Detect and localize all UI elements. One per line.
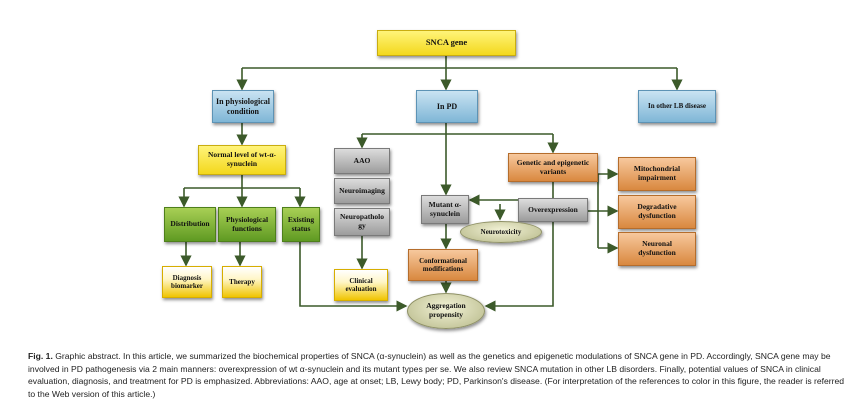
node-overexpression: Overexpression xyxy=(518,198,588,222)
node-mutant-synuclein: Mutant α-synuclein xyxy=(421,195,469,224)
node-clinical-evaluation: Clinical evaluation xyxy=(334,269,388,301)
node-existing-status: Existing status xyxy=(282,207,320,242)
node-snca-gene: SNCA gene xyxy=(377,30,516,56)
node-in-pd: In PD xyxy=(416,90,478,123)
node-neuroimaging: Neuroimaging xyxy=(334,178,390,204)
node-degradative-dysfunction: Degradative dysfunction xyxy=(618,195,696,229)
node-distribution: Distribution xyxy=(164,207,216,242)
node-diagnosis-biomarker: Diagnosis biomarker xyxy=(162,266,212,298)
arrow-overexpression-to-aggregation xyxy=(484,222,554,312)
arrow-existing-to-aggregation xyxy=(299,242,408,312)
node-neuronal-dysfunction: Neuronal dysfunction xyxy=(618,232,696,266)
node-therapy: Therapy xyxy=(222,266,262,298)
figure-caption: Fig. 1. Graphic abstract. In this articl… xyxy=(28,350,848,400)
node-genetic-epigenetic-variants: Genetic and epigenetic variants xyxy=(508,153,598,182)
node-other-lb-disease: In other LB disease xyxy=(638,90,716,123)
node-normal-level: Normal level of wt-α-synuclein xyxy=(198,145,286,175)
node-physiological-condition: In physiological condition xyxy=(212,90,274,123)
node-aao: AAO xyxy=(334,148,390,174)
node-mitochondrial-impairment: Mitochondrial impairment xyxy=(618,157,696,191)
node-neuropathology: Neuropatholo gy xyxy=(334,208,390,236)
node-neurotoxicity: Neurotoxicity xyxy=(460,221,542,243)
node-physiological-functions: Physiological functions xyxy=(218,207,276,242)
caption-text: Graphic abstract. In this article, we su… xyxy=(28,351,845,399)
node-conformational-modifications: Conformational modifications xyxy=(408,249,478,281)
caption-label: Fig. 1. xyxy=(28,351,53,361)
node-aggregation-propensity: Aggregation propensity xyxy=(407,293,485,329)
